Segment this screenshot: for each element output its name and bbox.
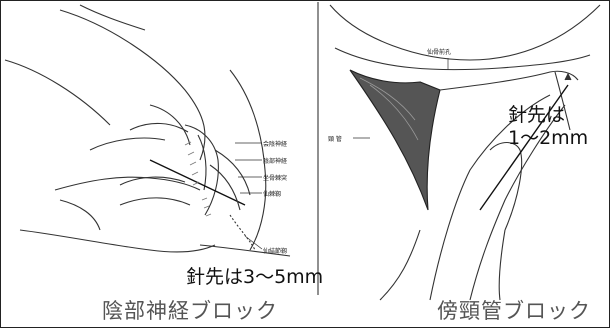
right-caption: 傍頸管ブロック [437, 295, 591, 325]
label-ischial-spine: 坐骨棘突 [263, 173, 287, 182]
label-pudendal-nerve: 陰部神経 [263, 156, 287, 165]
label-cervix: 頸 管 [328, 134, 342, 143]
paracervical-drawing [330, 5, 600, 300]
left-needle-depth: 針先は3～5mm [186, 262, 323, 289]
right-needle-depth-line2: 1～2mm [508, 123, 588, 150]
label-sacrotuberous-ligament: 仙結節靱 [263, 246, 287, 255]
label-sacrospinous-ligament: 仙棘靱 [263, 189, 281, 198]
label-sacral-foramen: 仙骨前孔 [427, 47, 451, 56]
left-caption: 陰部神経ブロック [102, 295, 278, 325]
pudendal-drawing [5, 5, 290, 256]
label-perineal-nerve: 会陰神経 [263, 139, 287, 148]
